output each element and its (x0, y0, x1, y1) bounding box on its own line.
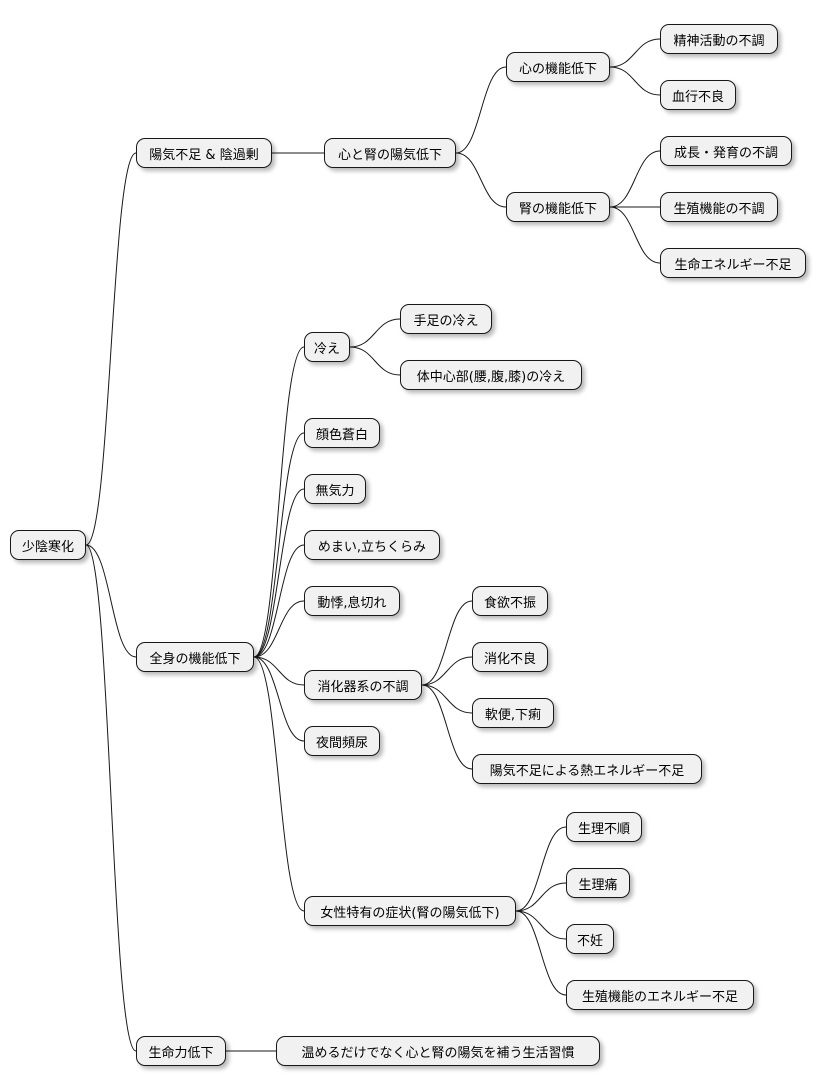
female-item-3: 不妊 (566, 924, 614, 954)
branch3-node: 生命力低下 (136, 1036, 226, 1066)
edge-b2-digestive (253, 656, 305, 686)
edge-digestive-item4 (421, 684, 473, 770)
female-item-1: 生理不順 (566, 812, 642, 842)
edge-kidney-item3 (609, 206, 661, 264)
heart-item-2: 血行不良 (660, 80, 736, 110)
lifestyle-node: 温めるだけでなく心と腎の陽気を補う生活習慣 (276, 1036, 600, 1066)
kidney-item-1: 成長・発育の不調 (660, 136, 792, 166)
edge-heart-item2 (609, 66, 661, 96)
kidney-item-2: 生殖機能の不調 (660, 192, 778, 222)
edge-root-branch3 (85, 544, 137, 1052)
digestive-item-3: 軟便,下痢 (472, 698, 554, 728)
edge-root-branch2 (85, 544, 137, 658)
edge-digestive-item3 (421, 684, 473, 714)
edge-digestive-item1 (421, 600, 473, 686)
edge-b2-nocturia (253, 656, 305, 742)
edge-yang-heart (455, 66, 507, 154)
edge-digestive-item2 (421, 656, 473, 686)
kidney-item-3: 生命エネルギー不足 (660, 248, 806, 278)
yang-decline-node: 心と腎の陽気低下 (324, 138, 456, 168)
edge-female-item3 (515, 910, 567, 940)
female-item-2: 生理痛 (566, 868, 630, 898)
palpitation-node: 動悸,息切れ (304, 586, 400, 616)
female-item-4: 生殖機能のエネルギー不足 (566, 980, 754, 1010)
kidney-node: 腎の機能低下 (506, 192, 610, 222)
pale-node: 顔色蒼白 (304, 418, 380, 448)
edge-yang-kidney (455, 152, 507, 208)
digestive-item-2: 消化不良 (472, 642, 548, 672)
edge-heart-item1 (609, 38, 661, 68)
edge-b2-palpitation (253, 600, 305, 658)
digestive-node: 消化器系の不調 (304, 670, 422, 700)
dizzy-node: めまい,立ちくらみ (304, 530, 440, 560)
cold-item-2: 体中心部(腰,腹,膝)の冷え (400, 360, 582, 390)
female-node: 女性特有の症状(腎の陽気低下) (304, 896, 516, 926)
edge-b2-female (253, 656, 305, 912)
edge-female-item1 (515, 826, 567, 912)
branch2-node: 全身の機能低下 (136, 642, 254, 672)
cold-node: 冷え (304, 332, 350, 362)
branch1-node: 陽気不足 & 陰過剰 (136, 138, 272, 168)
edge-b2-dizzy (253, 544, 305, 658)
lethargy-node: 無気力 (304, 474, 366, 504)
heart-item-1: 精神活動の不調 (660, 24, 778, 54)
heart-node: 心の機能低下 (506, 52, 610, 82)
nocturia-node: 夜間頻尿 (304, 726, 380, 756)
digestive-item-1: 食欲不振 (472, 586, 548, 616)
edge-root-branch1 (85, 152, 137, 546)
root-node: 少陰寒化 (10, 530, 86, 560)
edge-kidney-item1 (609, 150, 661, 208)
edge-female-item2 (515, 882, 567, 912)
cold-item-1: 手足の冷え (400, 304, 492, 334)
digestive-item-4: 陽気不足による熱エネルギー不足 (472, 754, 702, 784)
edge-b2-cold (253, 346, 305, 658)
edge-cold-item2 (349, 346, 401, 376)
edge-female-item4 (515, 910, 567, 996)
edge-cold-item1 (349, 318, 401, 348)
edge-b2-lethargy (253, 488, 305, 658)
edge-b2-pale (253, 432, 305, 658)
